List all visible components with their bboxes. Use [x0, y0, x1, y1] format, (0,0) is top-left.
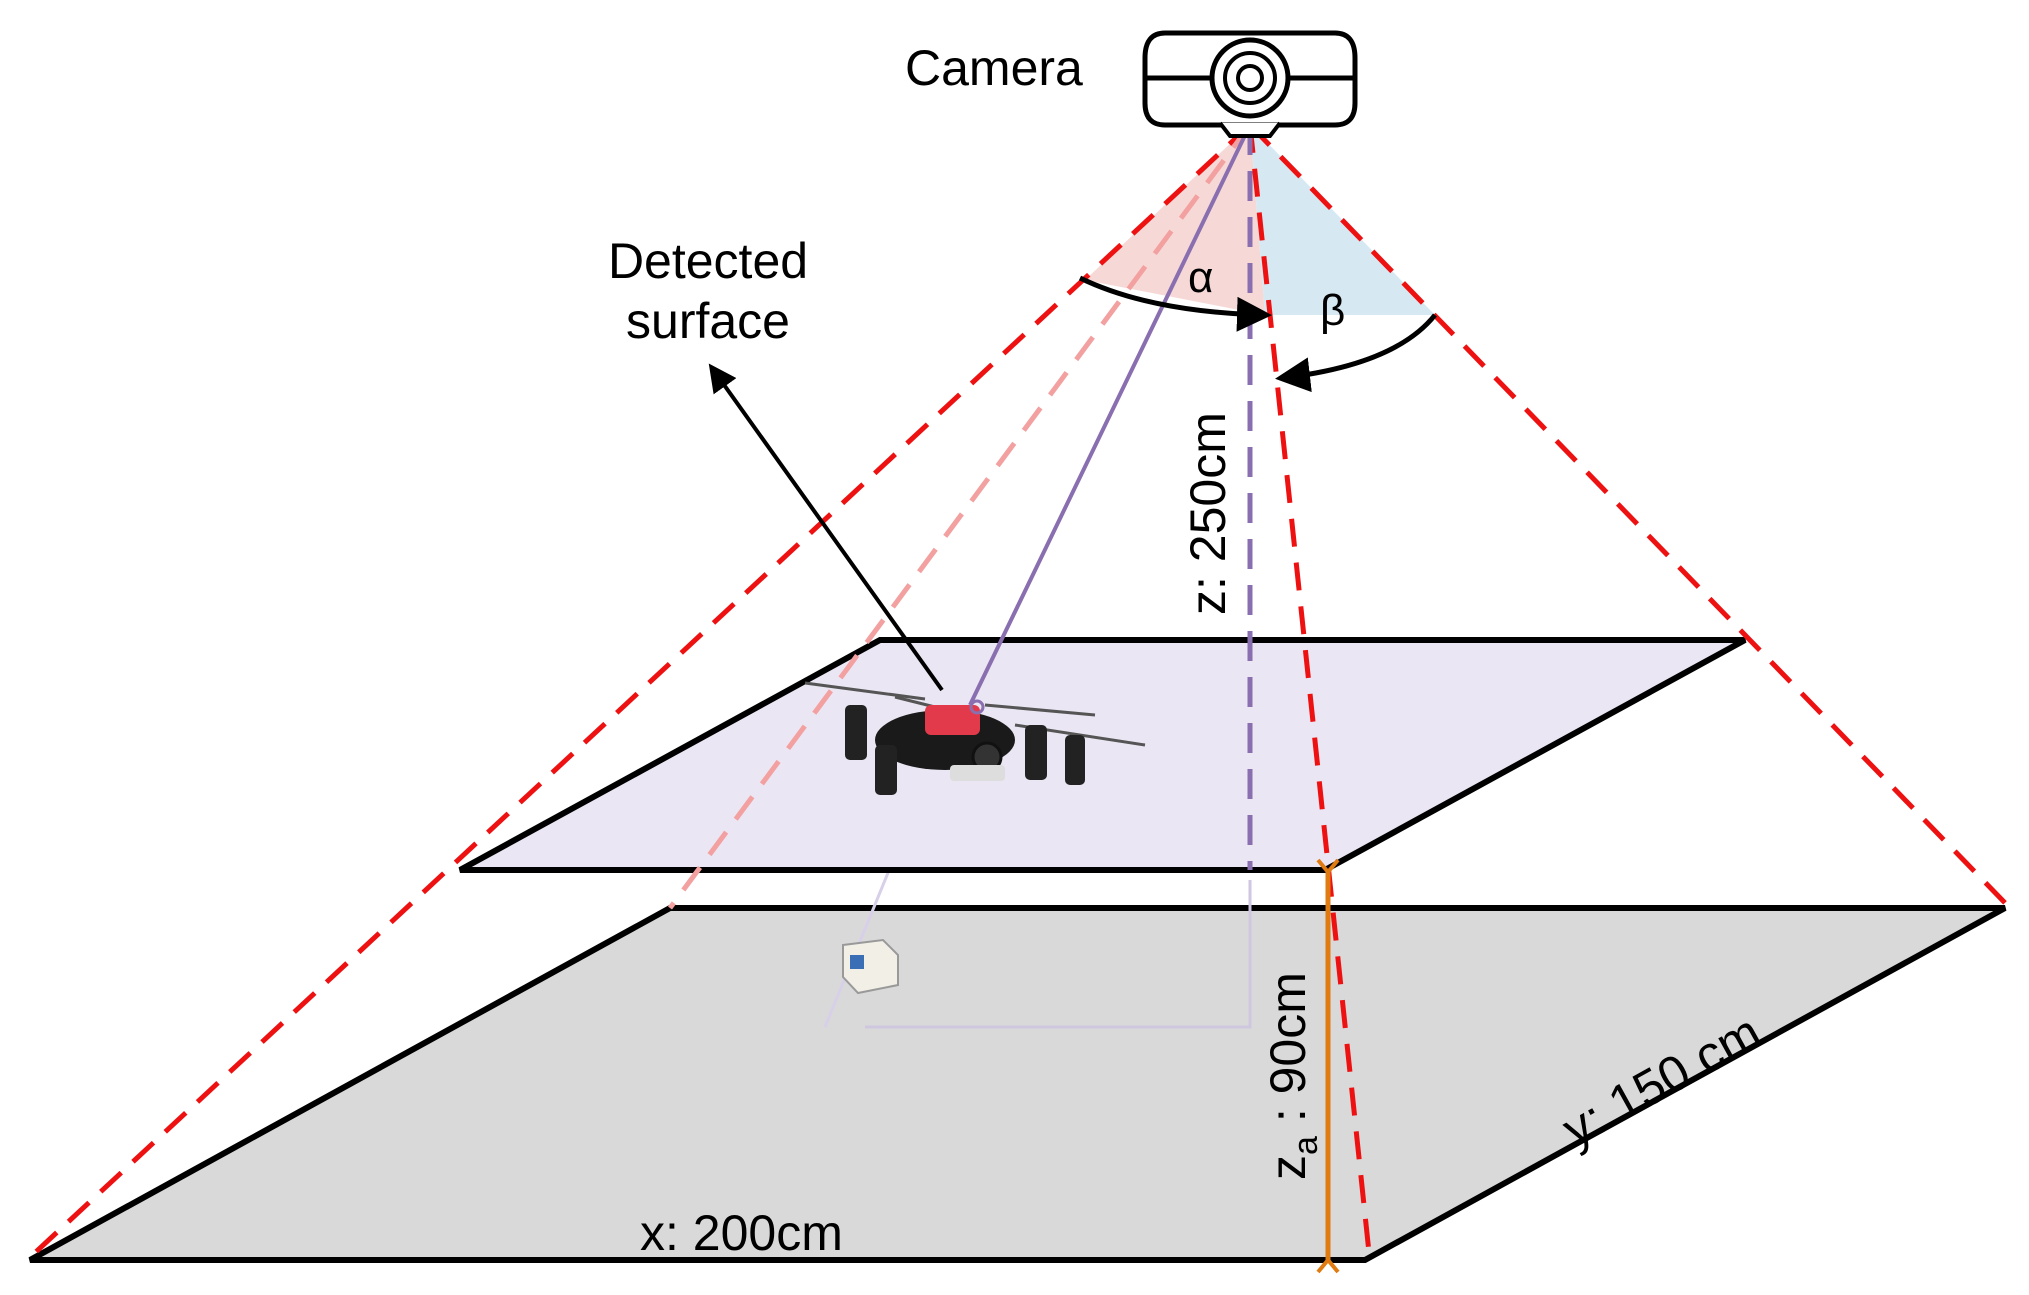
altitude-top-cap	[1316, 858, 1340, 876]
za-altitude-label: za : 90cm	[1260, 972, 1325, 1180]
beta-label: β	[1320, 286, 1345, 335]
camera-to-drone-line	[968, 124, 1252, 706]
detected-surface-label-line2: surface	[626, 293, 790, 349]
floor-projection	[865, 880, 1252, 1029]
altitude-bottom-cap	[1316, 1256, 1340, 1274]
alpha-arrow	[1078, 275, 1272, 332]
camera-label: Camera	[905, 40, 1083, 96]
drone-icon	[804, 681, 1146, 795]
x-dimension-label: x: 200cm	[640, 1205, 843, 1261]
z-height-label: z: 250cm	[1180, 412, 1236, 615]
detected-surface-label-line1: Detected	[608, 233, 808, 289]
beta-arrow	[1275, 313, 1437, 393]
payload-box-icon	[842, 938, 899, 995]
camera-icon	[1142, 30, 1358, 138]
alpha-angle-region	[1085, 125, 1265, 315]
floor-plane	[28, 905, 2007, 1263]
detected-surface-pointer	[708, 363, 944, 692]
detected-surface-plane	[458, 637, 1747, 873]
alpha-label: α	[1188, 253, 1213, 302]
